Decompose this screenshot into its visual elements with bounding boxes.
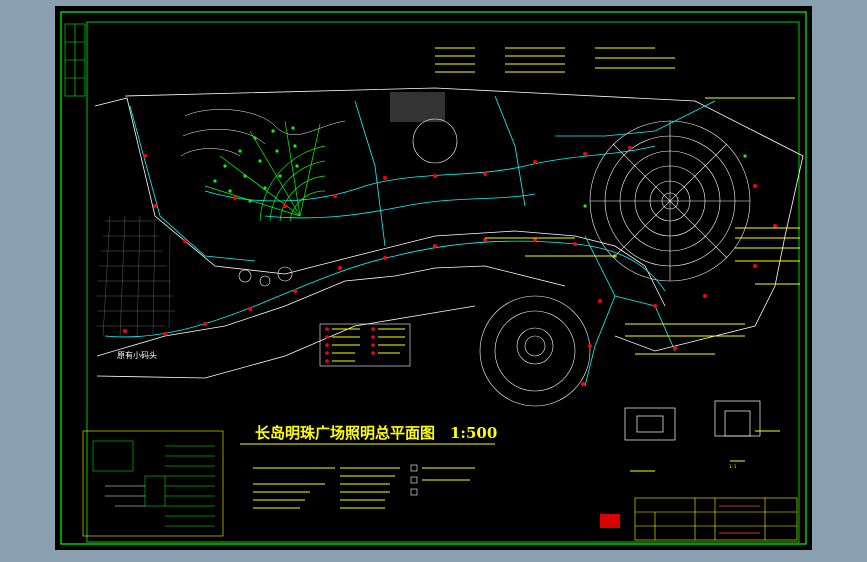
- left-margin-block: [64, 23, 86, 97]
- title-table-marks: [719, 505, 760, 534]
- paving-grid: [97, 215, 175, 337]
- cad-drawing[interactable]: 长岛明珠广场照明总平面图 1:500 原有小码头: [55, 6, 812, 550]
- inner-frame: [86, 21, 800, 543]
- site-outline: [94, 87, 804, 379]
- tree-markers: [213, 126, 747, 258]
- legend-box: [319, 323, 411, 367]
- notes-block: [253, 467, 475, 509]
- paving-block: [390, 92, 445, 122]
- drawing-scale: 1:500: [450, 424, 497, 442]
- drawing-title: 长岛明珠广场照明总平面图: [255, 424, 435, 442]
- section-label: 1-1: [729, 464, 737, 469]
- note-lines: [435, 47, 800, 355]
- area-label: 原有小码头: [117, 350, 157, 360]
- lamp-markers: [123, 146, 777, 386]
- title-table: [634, 497, 798, 541]
- system-diagram: [82, 430, 224, 537]
- circular-stage: [479, 295, 591, 407]
- notes-symbols: [410, 464, 418, 496]
- round-plaza: [589, 120, 751, 282]
- outer-frame: [60, 11, 807, 545]
- stamp-block: [600, 514, 620, 528]
- amphitheatre-fan: [204, 120, 326, 222]
- detail-plan: [624, 407, 676, 472]
- hedge-contours: [180, 109, 346, 157]
- cad-viewport[interactable]: 长岛明珠广场照明总平面图 1:500 原有小码头: [55, 6, 812, 550]
- detail-section: [714, 400, 780, 462]
- small-circles: [238, 118, 458, 287]
